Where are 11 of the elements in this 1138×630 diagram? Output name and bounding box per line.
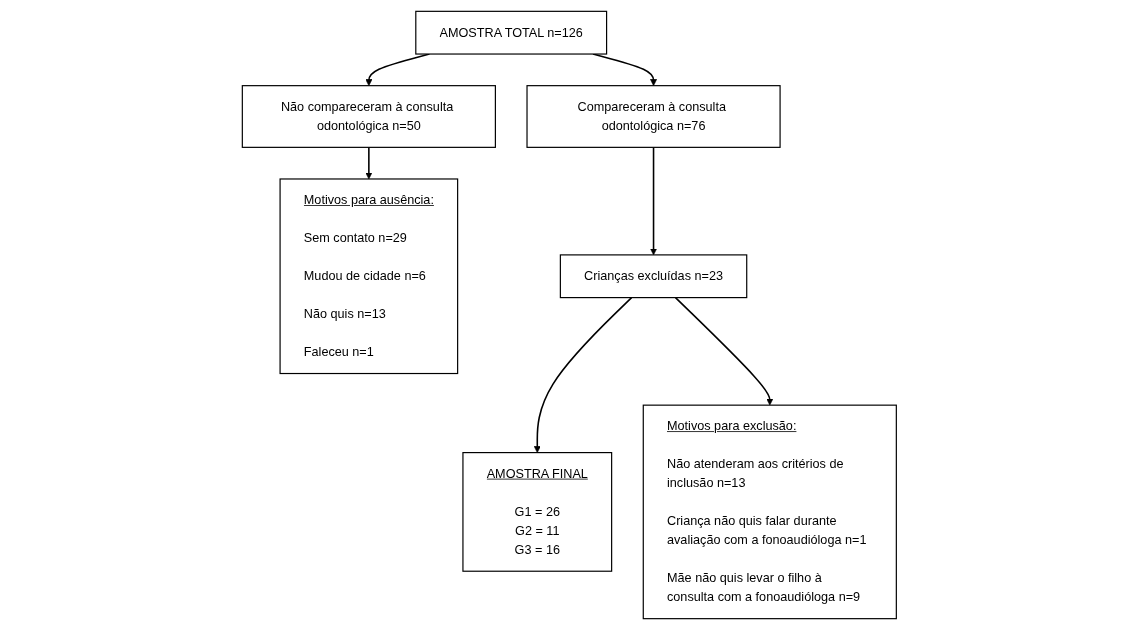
arrow (365, 146, 372, 180)
node-box: AMOSTRA FINAL G1 = 26 G2 = 11 G3 = 16 (462, 452, 612, 572)
node-box: Crianças excluídas n=23 (559, 254, 747, 299)
arrow (533, 296, 633, 453)
node-box: Motivos para ausência: Sem contato n=29 Mudou de cidade n=6 Não quis n=13 Faleceu n=1 (279, 178, 458, 375)
node-box: Não compareceram à consulta odontológica n=50 (241, 85, 496, 148)
node-box: Compareceram à consulta odontológica n=76 (526, 85, 781, 148)
arrow (674, 296, 773, 406)
arrow (649, 146, 657, 256)
node-box: AMOSTRA TOTAL n=126 (414, 10, 607, 55)
node-box: Motivos para exclusão: Não atenderam aos critérios de inclusão n=13 Criança não quis falar durante avaliação com a fonoaudióloga n=1 Mãe não quis levar o filho à consulta com a fonoaudióloga n=9 (642, 404, 897, 620)
